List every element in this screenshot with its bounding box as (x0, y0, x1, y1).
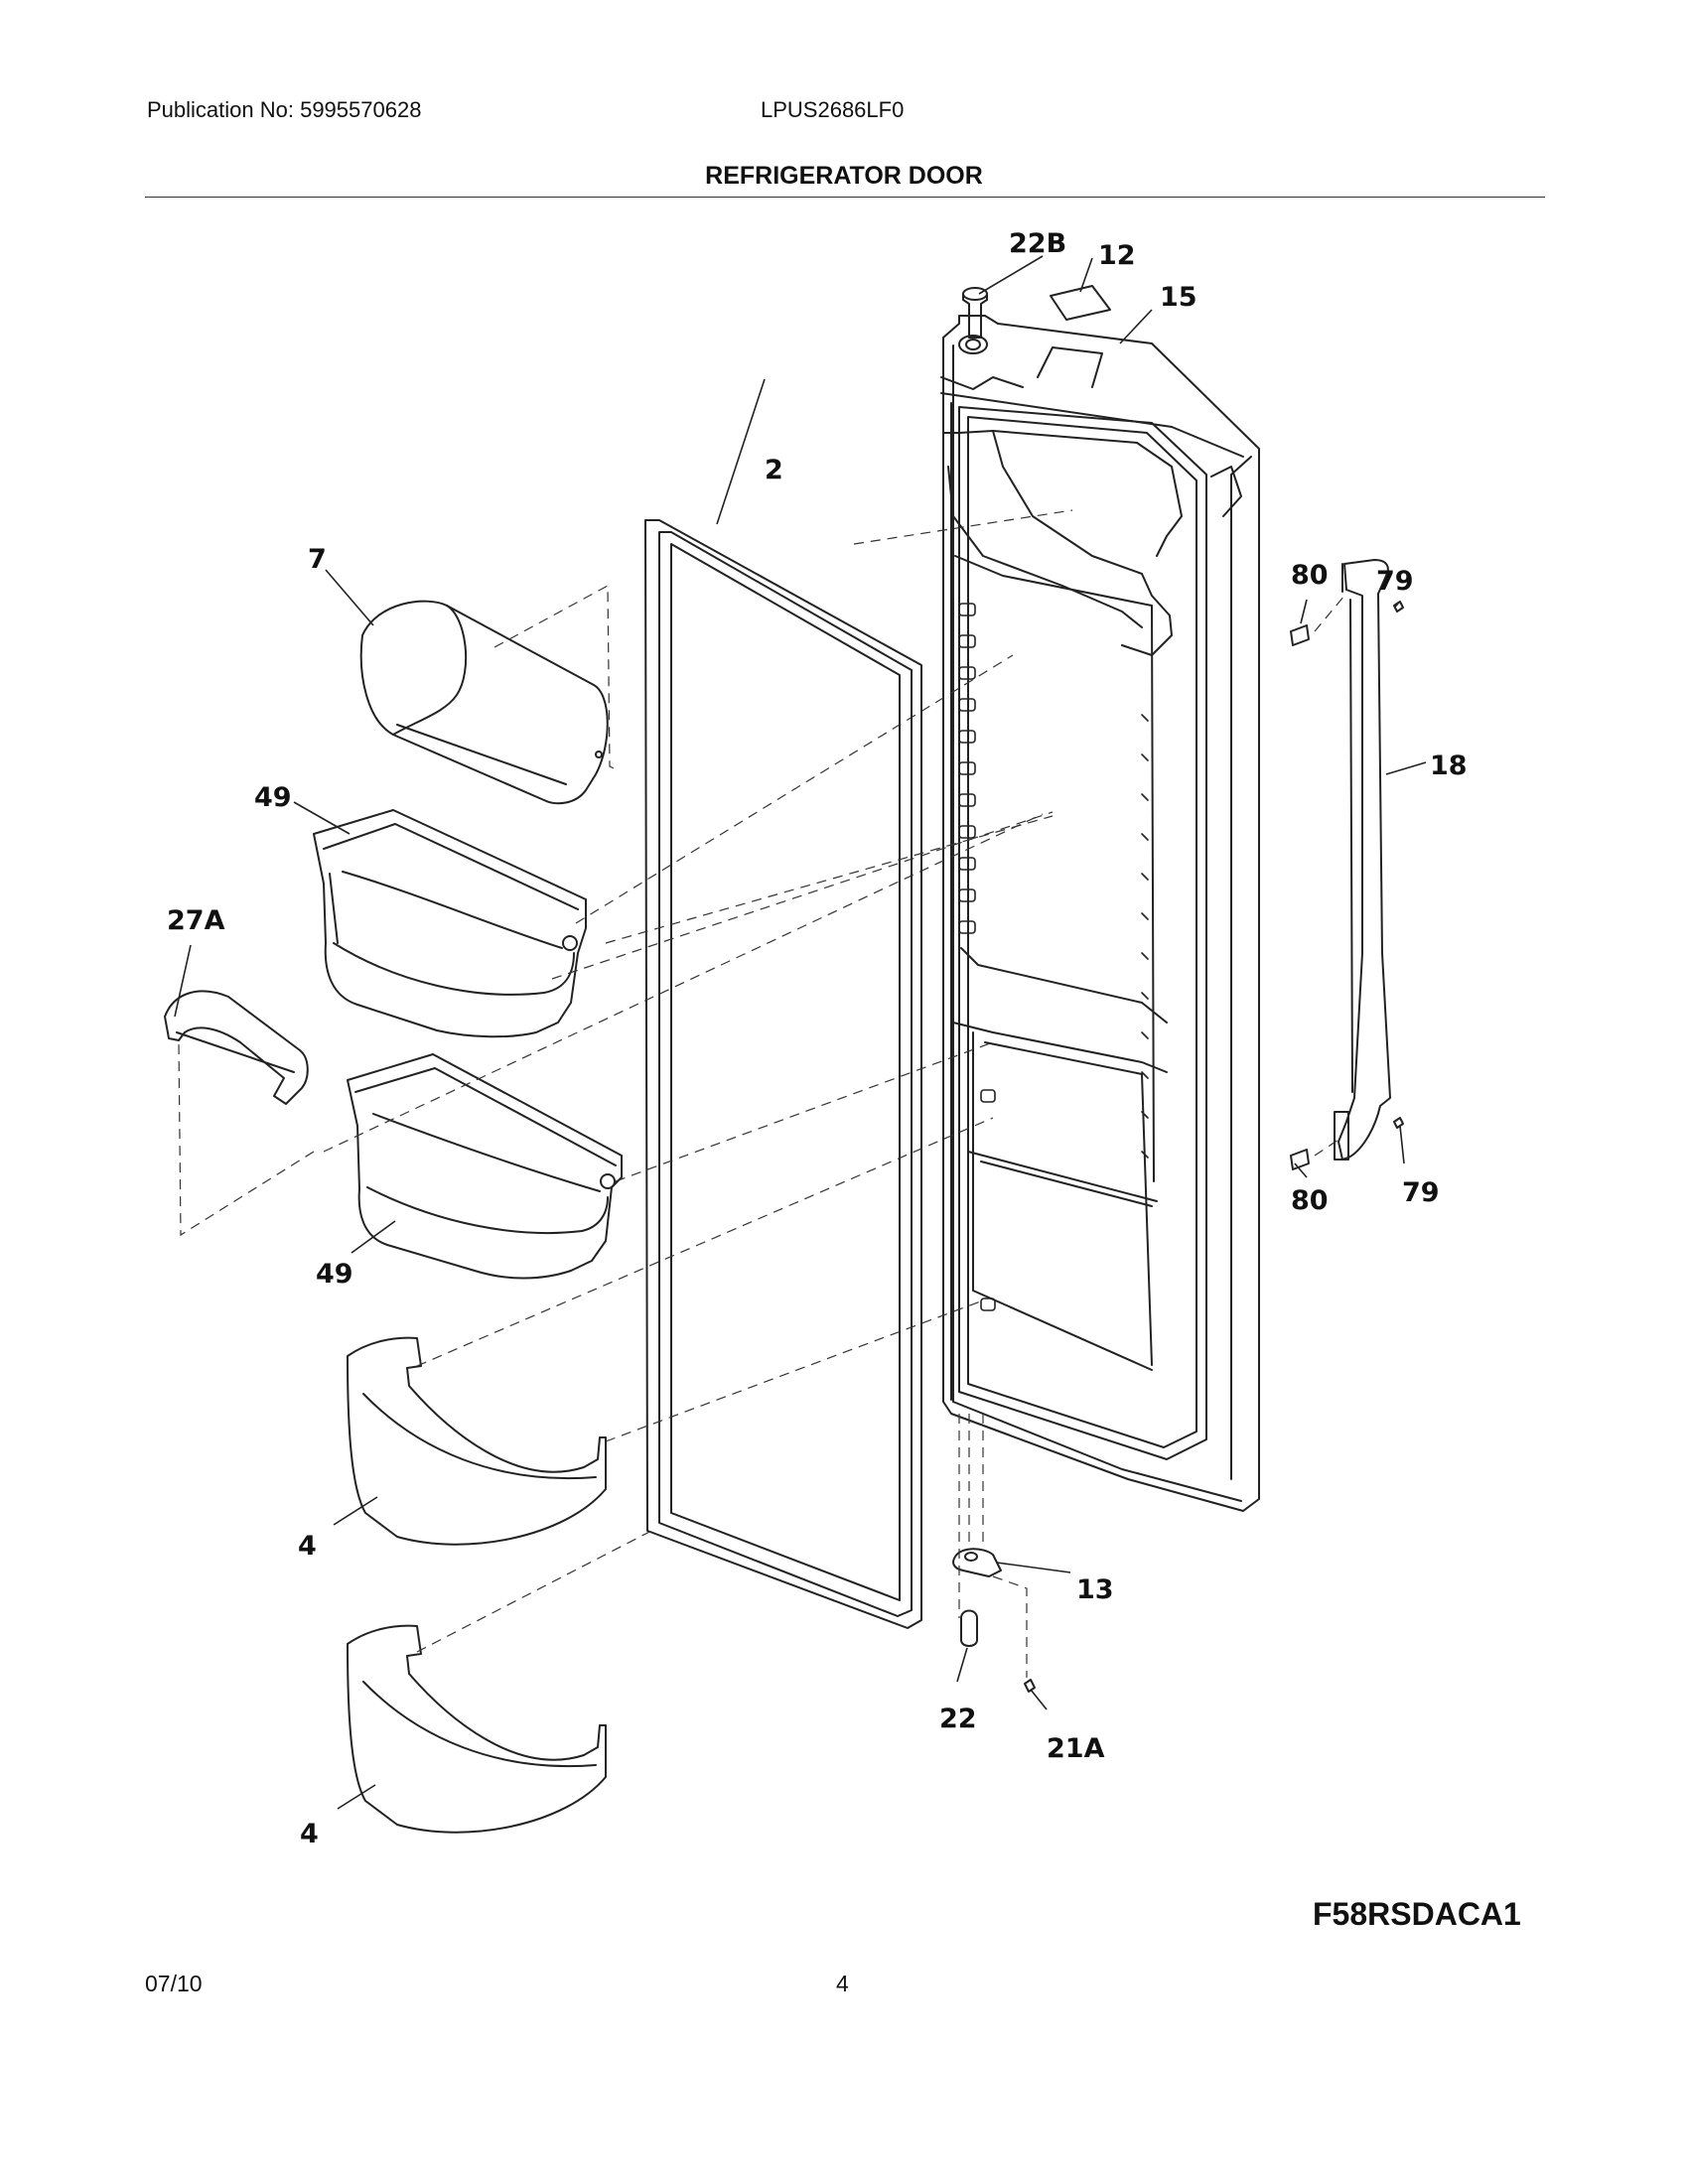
door-shelf-lower (347, 1624, 607, 1834)
hinge-bracket-13 (952, 1548, 1002, 1577)
header-rule (145, 197, 1545, 198)
callout-12: 12 (1098, 240, 1136, 271)
callout-80-upper: 80 (1291, 560, 1329, 591)
footer-date: 07/10 (145, 1971, 203, 1996)
callout-7: 7 (308, 544, 327, 575)
callout-49-upper: 49 (254, 782, 292, 813)
door-handle (1334, 559, 1391, 1160)
callout-4-lower: 4 (300, 1819, 319, 1849)
callout-49-lower: 49 (316, 1259, 353, 1290)
screw-79-lower (1393, 1117, 1404, 1129)
callout-79-upper: 79 (1376, 566, 1414, 597)
callout-15: 15 (1160, 282, 1197, 313)
dairy-door (359, 600, 609, 805)
diagram-code: F58RSDACA1 (1313, 1896, 1521, 1932)
screw-79-upper (1393, 601, 1404, 613)
callout-21a: 21A (1047, 1733, 1105, 1764)
page-number: 4 (836, 1971, 849, 1996)
door-gasket (644, 519, 922, 1629)
publication-number: Publication No: 5995570628 (147, 97, 422, 122)
callout-22: 22 (939, 1704, 977, 1734)
callout-4-upper: 4 (298, 1531, 317, 1562)
label-plate-12 (1050, 285, 1111, 321)
door-shelf-upper (347, 1336, 607, 1546)
callout-18: 18 (1430, 751, 1468, 781)
door-assembly (940, 315, 1260, 1512)
door-bin-upper (313, 809, 587, 1038)
callout-79-lower: 79 (1402, 1177, 1440, 1208)
page-title: REFRIGERATOR DOOR (705, 162, 983, 190)
callout-80-lower: 80 (1291, 1185, 1329, 1216)
hinge-bushing-22 (960, 1609, 978, 1647)
callout-2: 2 (765, 455, 783, 485)
leader-lines (174, 255, 1427, 1810)
bin-handle (164, 990, 309, 1105)
callout-22b: 22B (1009, 228, 1066, 259)
screw-80-lower (1290, 1149, 1310, 1170)
callout-13: 13 (1076, 1574, 1114, 1605)
model-number: LPUS2686LF0 (761, 97, 905, 122)
callout-27a: 27A (167, 905, 225, 936)
callout-labels: 22B 12 15 2 7 80 79 18 49 27A 80 79 49 4… (167, 228, 1468, 1849)
screw-21a (1024, 1679, 1036, 1693)
door-bin-lower (347, 1053, 623, 1280)
screw-80-upper (1290, 624, 1310, 646)
hinge-pin-22b (962, 287, 988, 339)
alignment-lines (178, 509, 1345, 1678)
